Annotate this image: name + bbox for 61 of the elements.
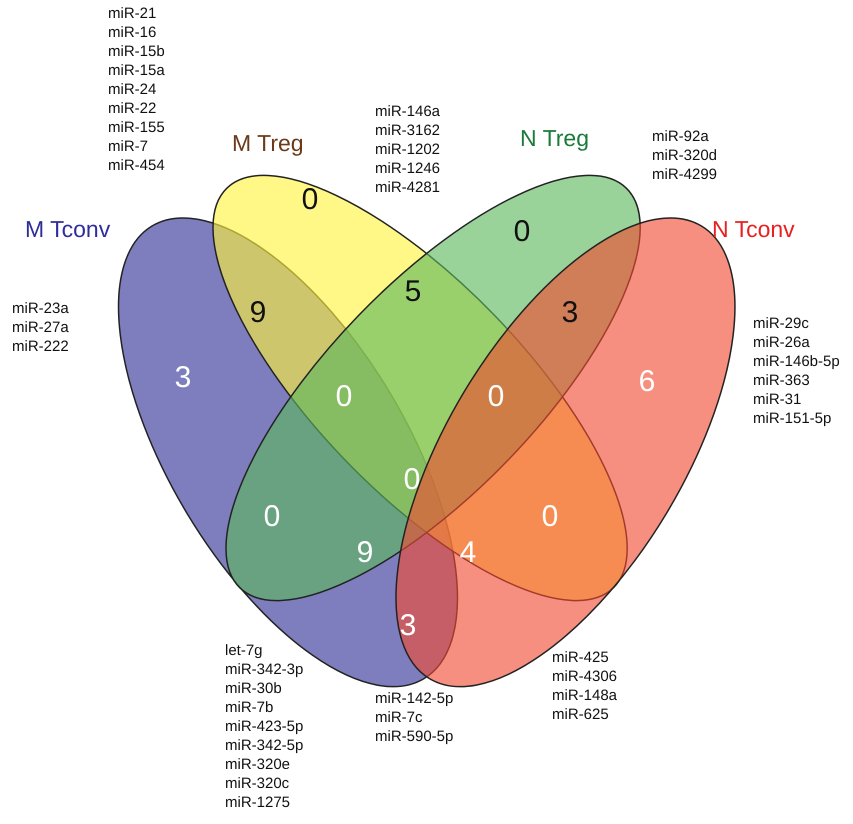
- region-count: 3: [562, 298, 578, 328]
- mirna-name: miR-7: [108, 137, 148, 156]
- region-count: 6: [638, 367, 656, 397]
- mirna-name: miR-142-5p: [375, 689, 454, 708]
- mirna-name: miR-23a: [12, 299, 69, 318]
- mirna-name: miR-3162: [375, 121, 440, 140]
- mirna-name: miR-16: [108, 23, 156, 42]
- region-count: 0: [302, 185, 318, 215]
- mirna-name: miR-1202: [375, 140, 440, 159]
- set-title: M Tconv: [25, 218, 110, 241]
- mirna-name: miR-363: [753, 371, 810, 390]
- mirna-name: miR-4299: [652, 165, 718, 184]
- region-count: 3: [174, 363, 192, 393]
- mirna-name: miR-151-5p: [753, 409, 832, 428]
- set-title: M Treg: [232, 132, 304, 155]
- mirna-name: miR-21: [108, 4, 156, 23]
- region-count: 5: [404, 277, 422, 307]
- mirna-name: miR-155: [108, 118, 165, 137]
- mirna-name: miR-30b: [225, 679, 282, 698]
- mirna-name: miR-1275: [225, 793, 290, 812]
- mirna-name: miR-320e: [225, 755, 290, 774]
- mirna-name: miR-27a: [12, 318, 69, 337]
- region-count: 0: [542, 502, 558, 532]
- region-count: 0: [264, 502, 280, 532]
- mirna-name: miR-454: [108, 156, 165, 175]
- mirna-name: miR-29c: [753, 314, 809, 333]
- mirna-name: miR-423-5p: [225, 717, 304, 736]
- mirna-name: miR-590-5p: [375, 727, 454, 746]
- mirna-name: miR-1246: [375, 159, 440, 178]
- mirna-name: miR-425: [552, 648, 609, 667]
- mirna-name: miR-320d: [652, 146, 718, 165]
- mirna-name: miR-320c: [225, 774, 290, 793]
- mirna-name: miR-342-5p: [225, 736, 304, 755]
- region-count: 4: [460, 538, 476, 568]
- mirna-name: miR-146b-5p: [753, 352, 840, 371]
- mirna-name: miR-222: [12, 337, 69, 356]
- region-count: 0: [514, 217, 530, 247]
- mirna-name: miR-22: [108, 99, 156, 118]
- mirna-name: miR-24: [108, 80, 156, 99]
- mirna-name: miR-7b: [225, 698, 274, 717]
- mirna-name: miR-15b: [108, 42, 165, 61]
- mirna-name: let-7g: [225, 641, 263, 660]
- mirna-name: miR-92a: [652, 127, 709, 146]
- mirna-name: miR-31: [753, 390, 802, 409]
- mirna-name: miR-7c: [375, 708, 422, 727]
- mirna-name: miR-26a: [753, 333, 810, 352]
- mirna-name: miR-148a: [552, 686, 618, 705]
- mirna-name: miR-146a: [375, 102, 440, 121]
- mirna-name: miR-625: [552, 705, 609, 724]
- region-count: 3: [400, 611, 416, 641]
- set-title: N Treg: [520, 127, 590, 150]
- set-title: N Tconv: [712, 218, 795, 241]
- mirna-name: miR-15a: [108, 61, 165, 80]
- region-count: 0: [488, 382, 504, 412]
- mirna-name: miR-4306: [552, 667, 618, 686]
- region-count: 0: [404, 465, 420, 495]
- mirna-name: miR-4281: [375, 178, 440, 197]
- region-count: 9: [356, 538, 374, 568]
- region-count: 0: [336, 382, 352, 412]
- region-count: 9: [250, 298, 266, 328]
- mirna-name: miR-342-3p: [225, 660, 304, 679]
